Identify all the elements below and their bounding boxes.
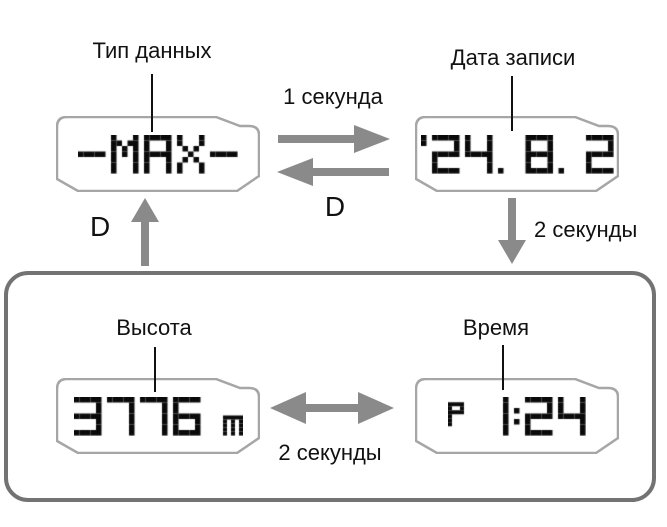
arrow-double-horizontal-icon [270, 392, 394, 424]
pointer-line [511, 76, 513, 131]
pointer-line [151, 74, 153, 132]
arrow-left-icon [277, 158, 389, 186]
lcd-value-time [448, 396, 586, 436]
pointer-line [502, 345, 504, 390]
arrow-right-icon [278, 125, 390, 153]
record-date-label: Дата записи [450, 45, 576, 70]
data-type-label: Тип данных [92, 38, 212, 63]
arrow-up-icon [131, 198, 159, 266]
lcd-display-time [415, 378, 619, 454]
lcd-display-data-type [56, 116, 260, 192]
lcd-value-data-type [78, 134, 238, 174]
altitude-label: Высота [116, 315, 192, 340]
arrow-down-icon [498, 198, 526, 264]
lcd-display-altitude [56, 378, 260, 454]
pointer-line [154, 347, 156, 392]
two-seconds-label: 2 секунды [534, 217, 638, 242]
two-seconds-label: 2 секунды [278, 440, 382, 465]
lcd-display-record-date [415, 116, 619, 192]
time-label: Время [462, 315, 530, 340]
d-button-label: D [324, 191, 346, 222]
lcd-value-altitude [73, 396, 243, 436]
d-button-label: D [90, 211, 111, 242]
one-second-label: 1 секунда [283, 84, 383, 109]
lcd-value-record-date [420, 134, 614, 174]
